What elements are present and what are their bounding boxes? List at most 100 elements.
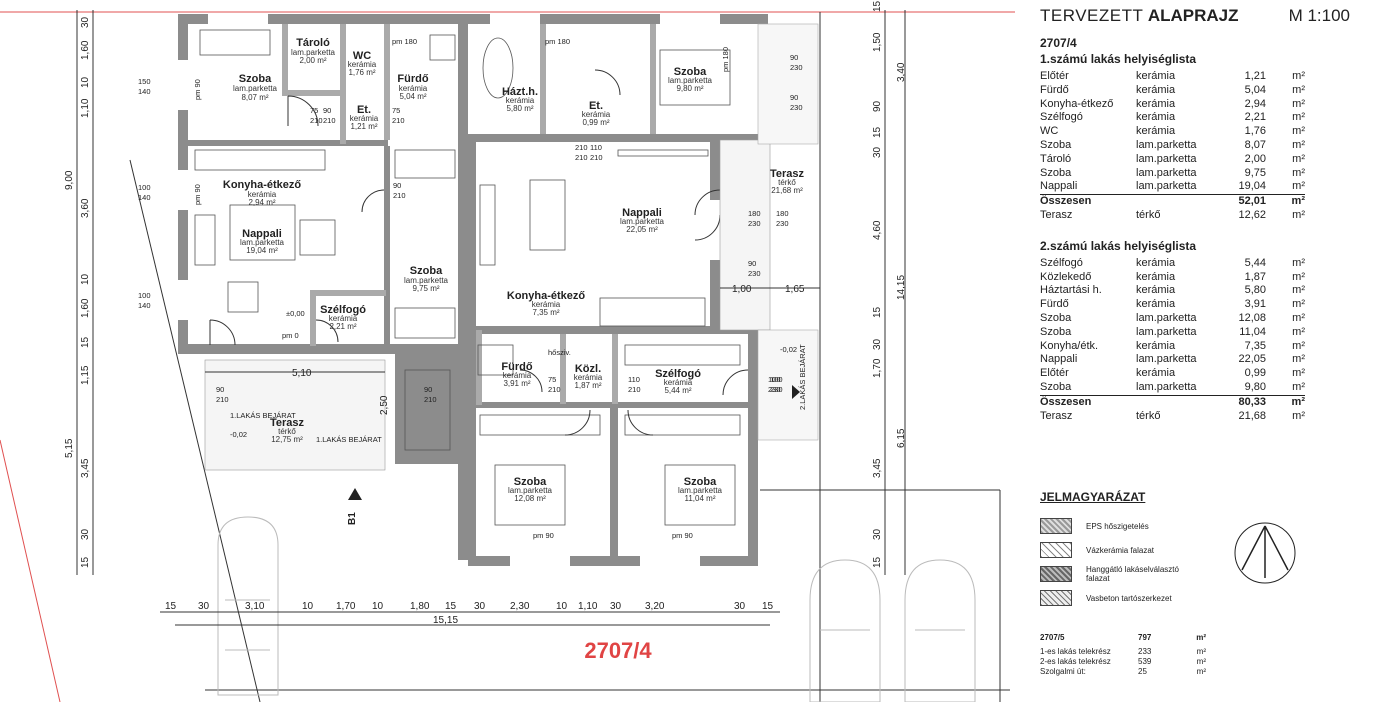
room-area: 5,04 m² [399,92,426,101]
legend-label: Hanggátló lakáselválasztó falazat [1086,565,1179,583]
room-et2: Et. kerámia 0,99 m² [582,100,611,127]
room-unit: m² [1292,208,1305,221]
window-height: 230 [768,385,781,394]
room-area: 5,44 m² [664,386,691,395]
room-area: 21,68 [1238,409,1266,422]
door-width: 90 [323,106,331,115]
room-furdo2: Fürdő kerámia 3,91 m² [501,361,532,388]
room-unit: m² [1292,125,1305,138]
room-konyha2: Konyha-étkező kerámia 7,35 m² [507,290,586,317]
level-zero: ±0,00 [286,309,305,318]
window-height: 230 [790,63,803,72]
room-material: kerámia [1136,70,1176,82]
bottom-dim: 30 [610,601,622,612]
bottom-dim: 3,10 [245,601,265,612]
entrance-2: 2.LAKÁS BEJÁRAT [798,344,807,410]
room-material: kerámia [1136,125,1176,138]
parapet-label: pm 90 [193,79,202,100]
room-area: 9,80 [1216,380,1266,396]
level-minus-2: -0,02 [780,345,797,354]
bottom-dim: 30 [734,601,746,612]
room-name: Tároló [296,37,330,49]
left-dim: 5,15 [64,438,75,458]
left-dim: 10 [80,76,91,88]
right-dim: 90 [872,100,883,112]
room-name: Fürdő [397,73,428,85]
room-floor: lam.parketta [291,48,336,57]
room-name: Szoba [1040,325,1072,338]
right-dim: 14,15 [896,275,907,300]
room-floor: lam.parketta [620,217,665,226]
level-minus-1: -0,02 [230,430,247,439]
room-unit: m² [1292,298,1305,311]
room-unit: m² [1292,256,1305,269]
room-area: 8,07 m² [241,93,268,102]
room-name: Szélfogó [1040,111,1083,124]
room-floor: kerámia [350,114,379,123]
right-dim: 3,45 [872,458,883,478]
room-nappali1: Nappali lam.parketta 19,04 m² [240,228,285,255]
room-area: 2,21 m² [329,322,356,331]
room-name: Szélfogó [655,368,701,380]
title-row: TERVEZETT ALAPRAJZ M 1:100 [1040,6,1370,32]
dim-165: 1,65 [785,284,805,295]
legend-item: Vasbeton tartószerkezet [1040,586,1340,610]
room-area: 21,68 m² [771,186,803,195]
right-dim: 30 [872,528,883,540]
right-dim: 4,60 [872,220,883,240]
room-name: Szoba [674,66,707,78]
room-area: 9,80 m² [676,84,703,93]
terrace-2-lower [757,329,819,441]
parapet-label: pm 90 [533,531,554,540]
window-labels: 1501401001401001409023090230180230902301… [138,53,803,394]
room-material: lam.parketta [1136,325,1197,338]
window-height: 230 [790,103,803,112]
right-dims: 151,503,409015304,6014,1515301,706,153,4… [872,0,907,568]
door-width: 110 [590,143,602,152]
room-name: Konyha-étkező [1040,97,1114,110]
left-dim: 1,60 [80,298,91,318]
legend-item: Vázkerámia falazat [1040,538,1340,562]
apartment1-title: 1.számú lakás helyiséglista [1040,52,1197,66]
door-width: 75 [392,106,400,115]
room-area: 1,87 [1244,270,1266,283]
right-dim: 15 [872,306,883,318]
window-width: 90 [790,93,798,102]
door-width: 90 [216,385,224,394]
legend-item: EPS hőszigetelés [1040,514,1340,538]
north-arrow-icon [1234,522,1296,584]
room-floor: térkő [278,427,296,436]
window-width: 90 [790,53,798,62]
apartment2-title: 2.számú lakás helyiséglista [1040,238,1197,253]
left-dim: 15 [80,336,91,348]
right-dim: 3,40 [896,62,907,82]
room-name: Szélfogó [1040,256,1083,269]
parcel-label: 2-es lakás telekrész [1040,656,1111,666]
room-area: 11,04 m² [685,494,716,503]
room-area: 12,08 [1238,311,1266,324]
door-width: 90 [393,181,401,190]
room-floor: kerámia [248,190,277,199]
room-area: 7,35 m² [532,308,559,317]
room-unit: m² [1292,70,1305,82]
room-area: 3,91 m² [503,379,530,388]
room-floor: kerámia [329,314,358,323]
room-name: Fürdő [1040,83,1069,96]
hosziv-label: hősziv. [548,348,571,357]
room-area: 22,05 [1238,353,1266,366]
room-floor: lam.parketta [668,76,713,85]
